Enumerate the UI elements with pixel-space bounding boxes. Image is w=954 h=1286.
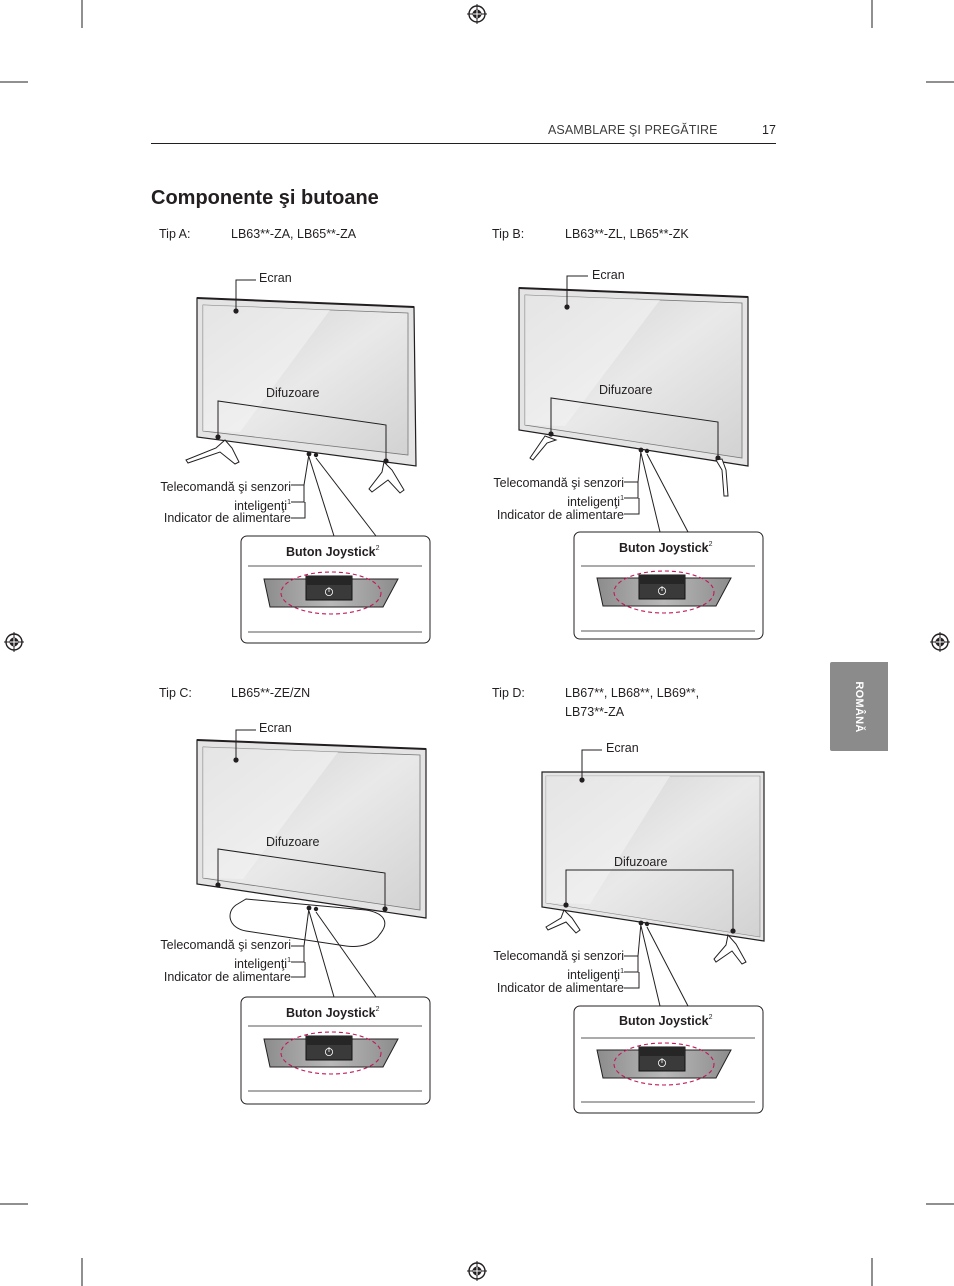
type-a-speakers-label: Difuzoare	[266, 386, 320, 400]
type-b-remote-label: Telecomandă şi senzori inteligenţi1	[493, 476, 624, 509]
type-c-remote-label: Telecomandă şi senzori inteligenţi1	[160, 938, 291, 971]
type-c-power-label: Indicator de alimentare	[163, 970, 291, 984]
page-title: Componente şi butoane	[151, 187, 379, 209]
type-d-joystick-title: Buton Joystick2	[619, 1014, 713, 1028]
type-d-power-label: Indicator de alimentare	[496, 981, 624, 995]
registration-mark-bottom	[467, 1261, 487, 1281]
type-b-power-label: Indicator de alimentare	[496, 508, 624, 522]
page-number: 17	[762, 123, 776, 137]
type-d-models-line2: LB73**-ZA	[565, 705, 625, 719]
type-c-models: LB65**-ZE/ZN	[231, 686, 311, 700]
type-d-models: LB67**, LB68**, LB69**,	[565, 686, 700, 700]
type-a-screen-label: Ecran	[259, 271, 292, 285]
type-c-screen-label: Ecran	[259, 721, 292, 735]
registration-mark-top	[467, 4, 487, 24]
type-b-models: LB63**-ZL, LB65**-ZK	[565, 227, 689, 241]
type-b-speakers-label: Difuzoare	[599, 383, 653, 397]
registration-mark-right	[930, 632, 950, 652]
type-b-label: Tip B:	[492, 227, 525, 241]
type-b-joystick-title: Buton Joystick2	[619, 541, 713, 555]
header-rule	[151, 143, 776, 144]
registration-mark-left	[4, 632, 24, 652]
type-c-speakers-label: Difuzoare	[266, 835, 320, 849]
type-a-models: LB63**-ZA, LB65**-ZA	[231, 227, 357, 241]
type-d-screen-label: Ecran	[606, 741, 639, 755]
type-d-remote-label: Telecomandă şi senzori inteligenţi1	[493, 949, 624, 982]
type-a-remote-label: Telecomandă şi senzori inteligenţi1	[160, 480, 291, 513]
type-a-joystick-title: Buton Joystick2	[286, 545, 380, 559]
type-a-label: Tip A:	[159, 227, 191, 241]
language-tab: ROMÂNĂ	[830, 662, 888, 751]
type-a-power-label: Indicator de alimentare	[163, 511, 291, 525]
running-header-section: ASAMBLARE ŞI PREGĂTIRE	[548, 123, 718, 137]
type-b-screen-label: Ecran	[592, 268, 625, 282]
type-d-speakers-label: Difuzoare	[614, 855, 668, 869]
type-c-joystick-title: Buton Joystick2	[286, 1006, 380, 1020]
type-d-label: Tip D:	[492, 686, 525, 700]
type-c-label: Tip C:	[159, 686, 192, 700]
